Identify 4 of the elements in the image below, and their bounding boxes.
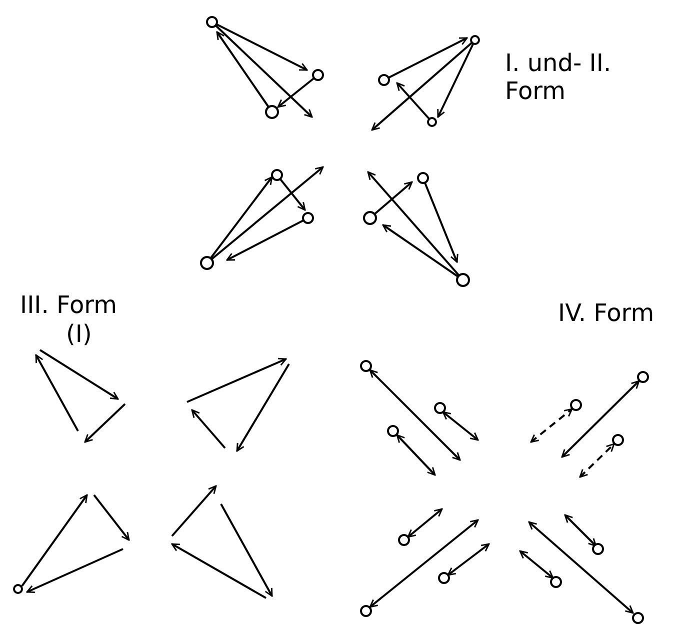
form-heading: III. Form <box>20 292 117 320</box>
form-heading: I. und- II. Form <box>505 50 612 106</box>
form-heading: IV. Form <box>558 300 654 328</box>
form-subheading: (I) <box>66 321 92 349</box>
